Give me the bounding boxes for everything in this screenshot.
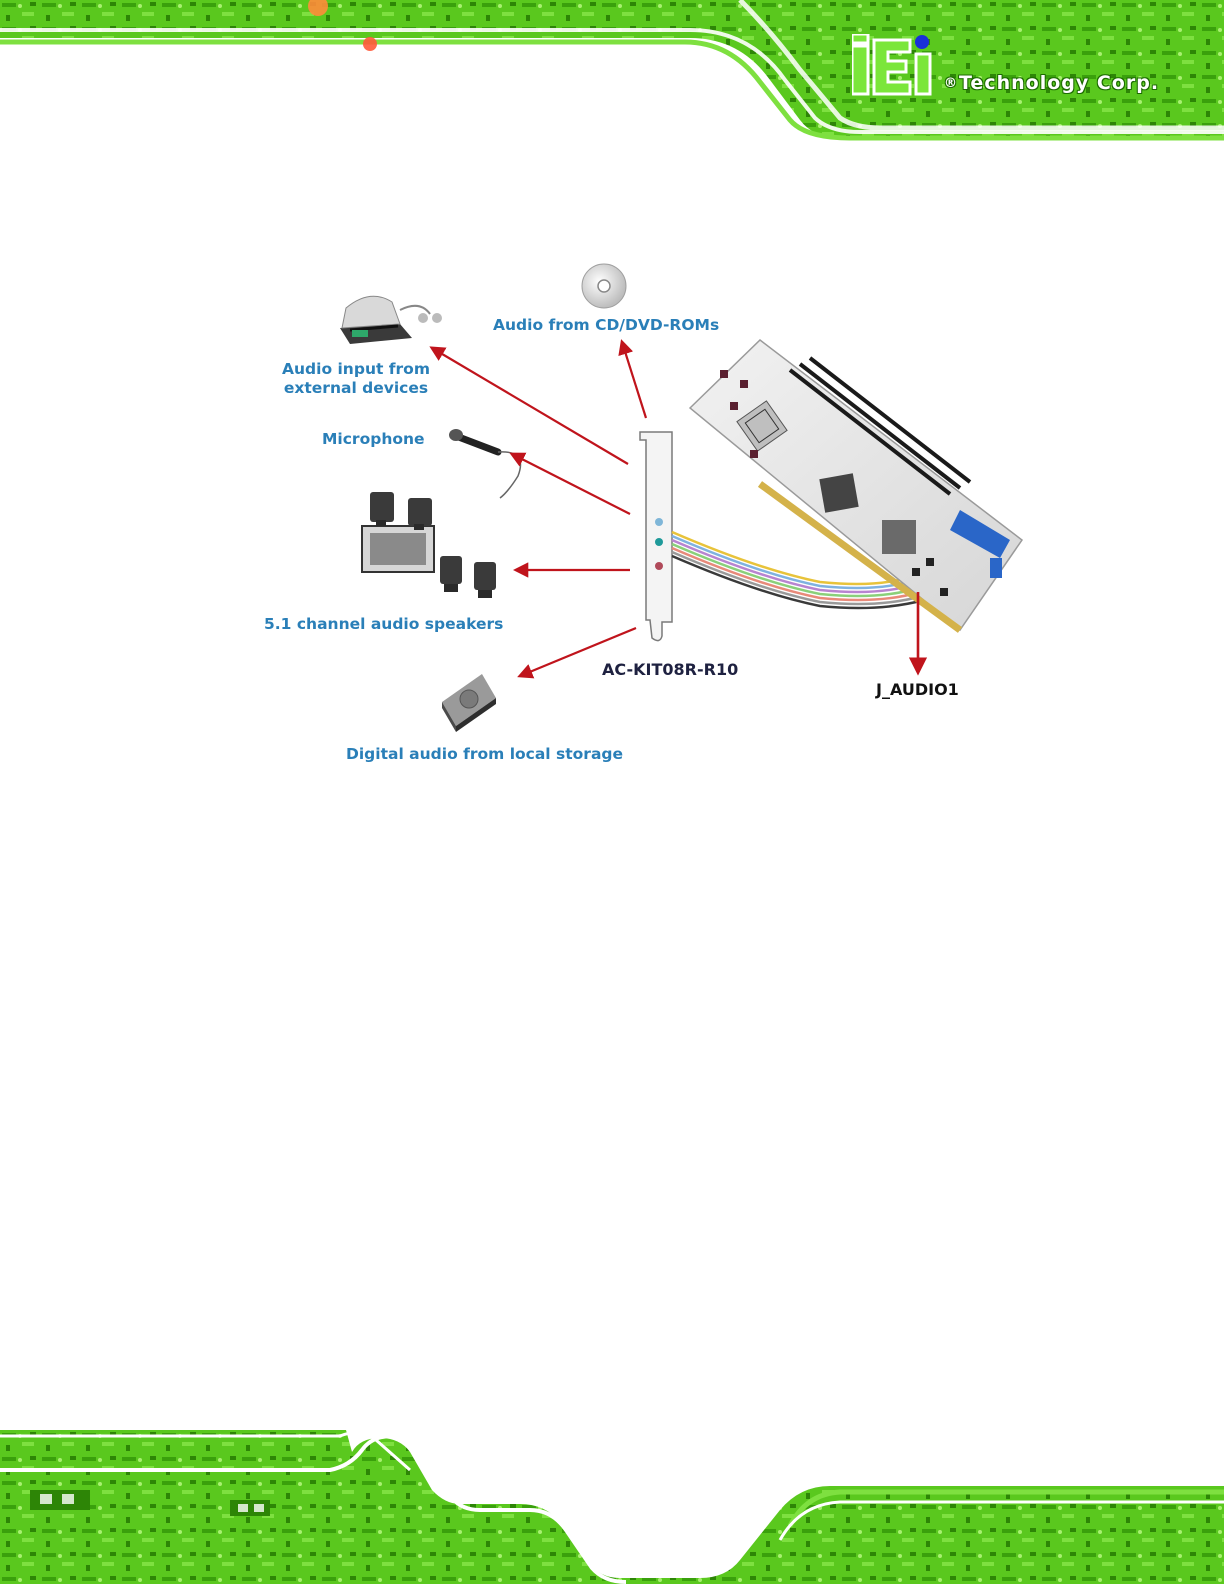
- label-audio-input: Audio input from external devices: [276, 360, 436, 398]
- label-audio-input-line1: Audio input from: [276, 360, 436, 379]
- registered-mark: ®: [944, 76, 958, 91]
- hard-drive-icon: [442, 674, 496, 732]
- logo-text: ®Technology Corp.: [944, 72, 1159, 94]
- cd-disc-icon: [582, 264, 626, 308]
- company-name: Technology Corp.: [959, 72, 1159, 94]
- arrow-to-audio-input: [432, 348, 628, 464]
- arrow-to-cd: [622, 342, 646, 418]
- audio-connection-diagram: Audio from CD/DVD-ROMs Audio input from …: [0, 240, 1224, 780]
- label-storage: Digital audio from local storage: [346, 745, 623, 764]
- motherboard-icon: [690, 340, 1022, 630]
- speakers-icon: [362, 492, 496, 598]
- label-audio-input-line2: external devices: [276, 379, 436, 398]
- iei-logo-mark: [852, 34, 940, 96]
- label-microphone: Microphone: [322, 430, 425, 449]
- label-kit: AC-KIT08R-R10: [602, 660, 738, 679]
- label-connector: J_AUDIO1: [876, 680, 959, 699]
- microphone-icon: [449, 429, 521, 498]
- audio-bracket-icon: [640, 432, 672, 641]
- footer-pcb-band: [0, 1430, 1224, 1584]
- label-speakers: 5.1 channel audio speakers: [264, 615, 503, 634]
- audio-input-device-icon: [340, 296, 442, 344]
- label-cd-dvd: Audio from CD/DVD-ROMs: [493, 316, 719, 335]
- arrow-to-microphone: [512, 454, 630, 514]
- iei-logo: ®Technology Corp.: [852, 34, 1192, 104]
